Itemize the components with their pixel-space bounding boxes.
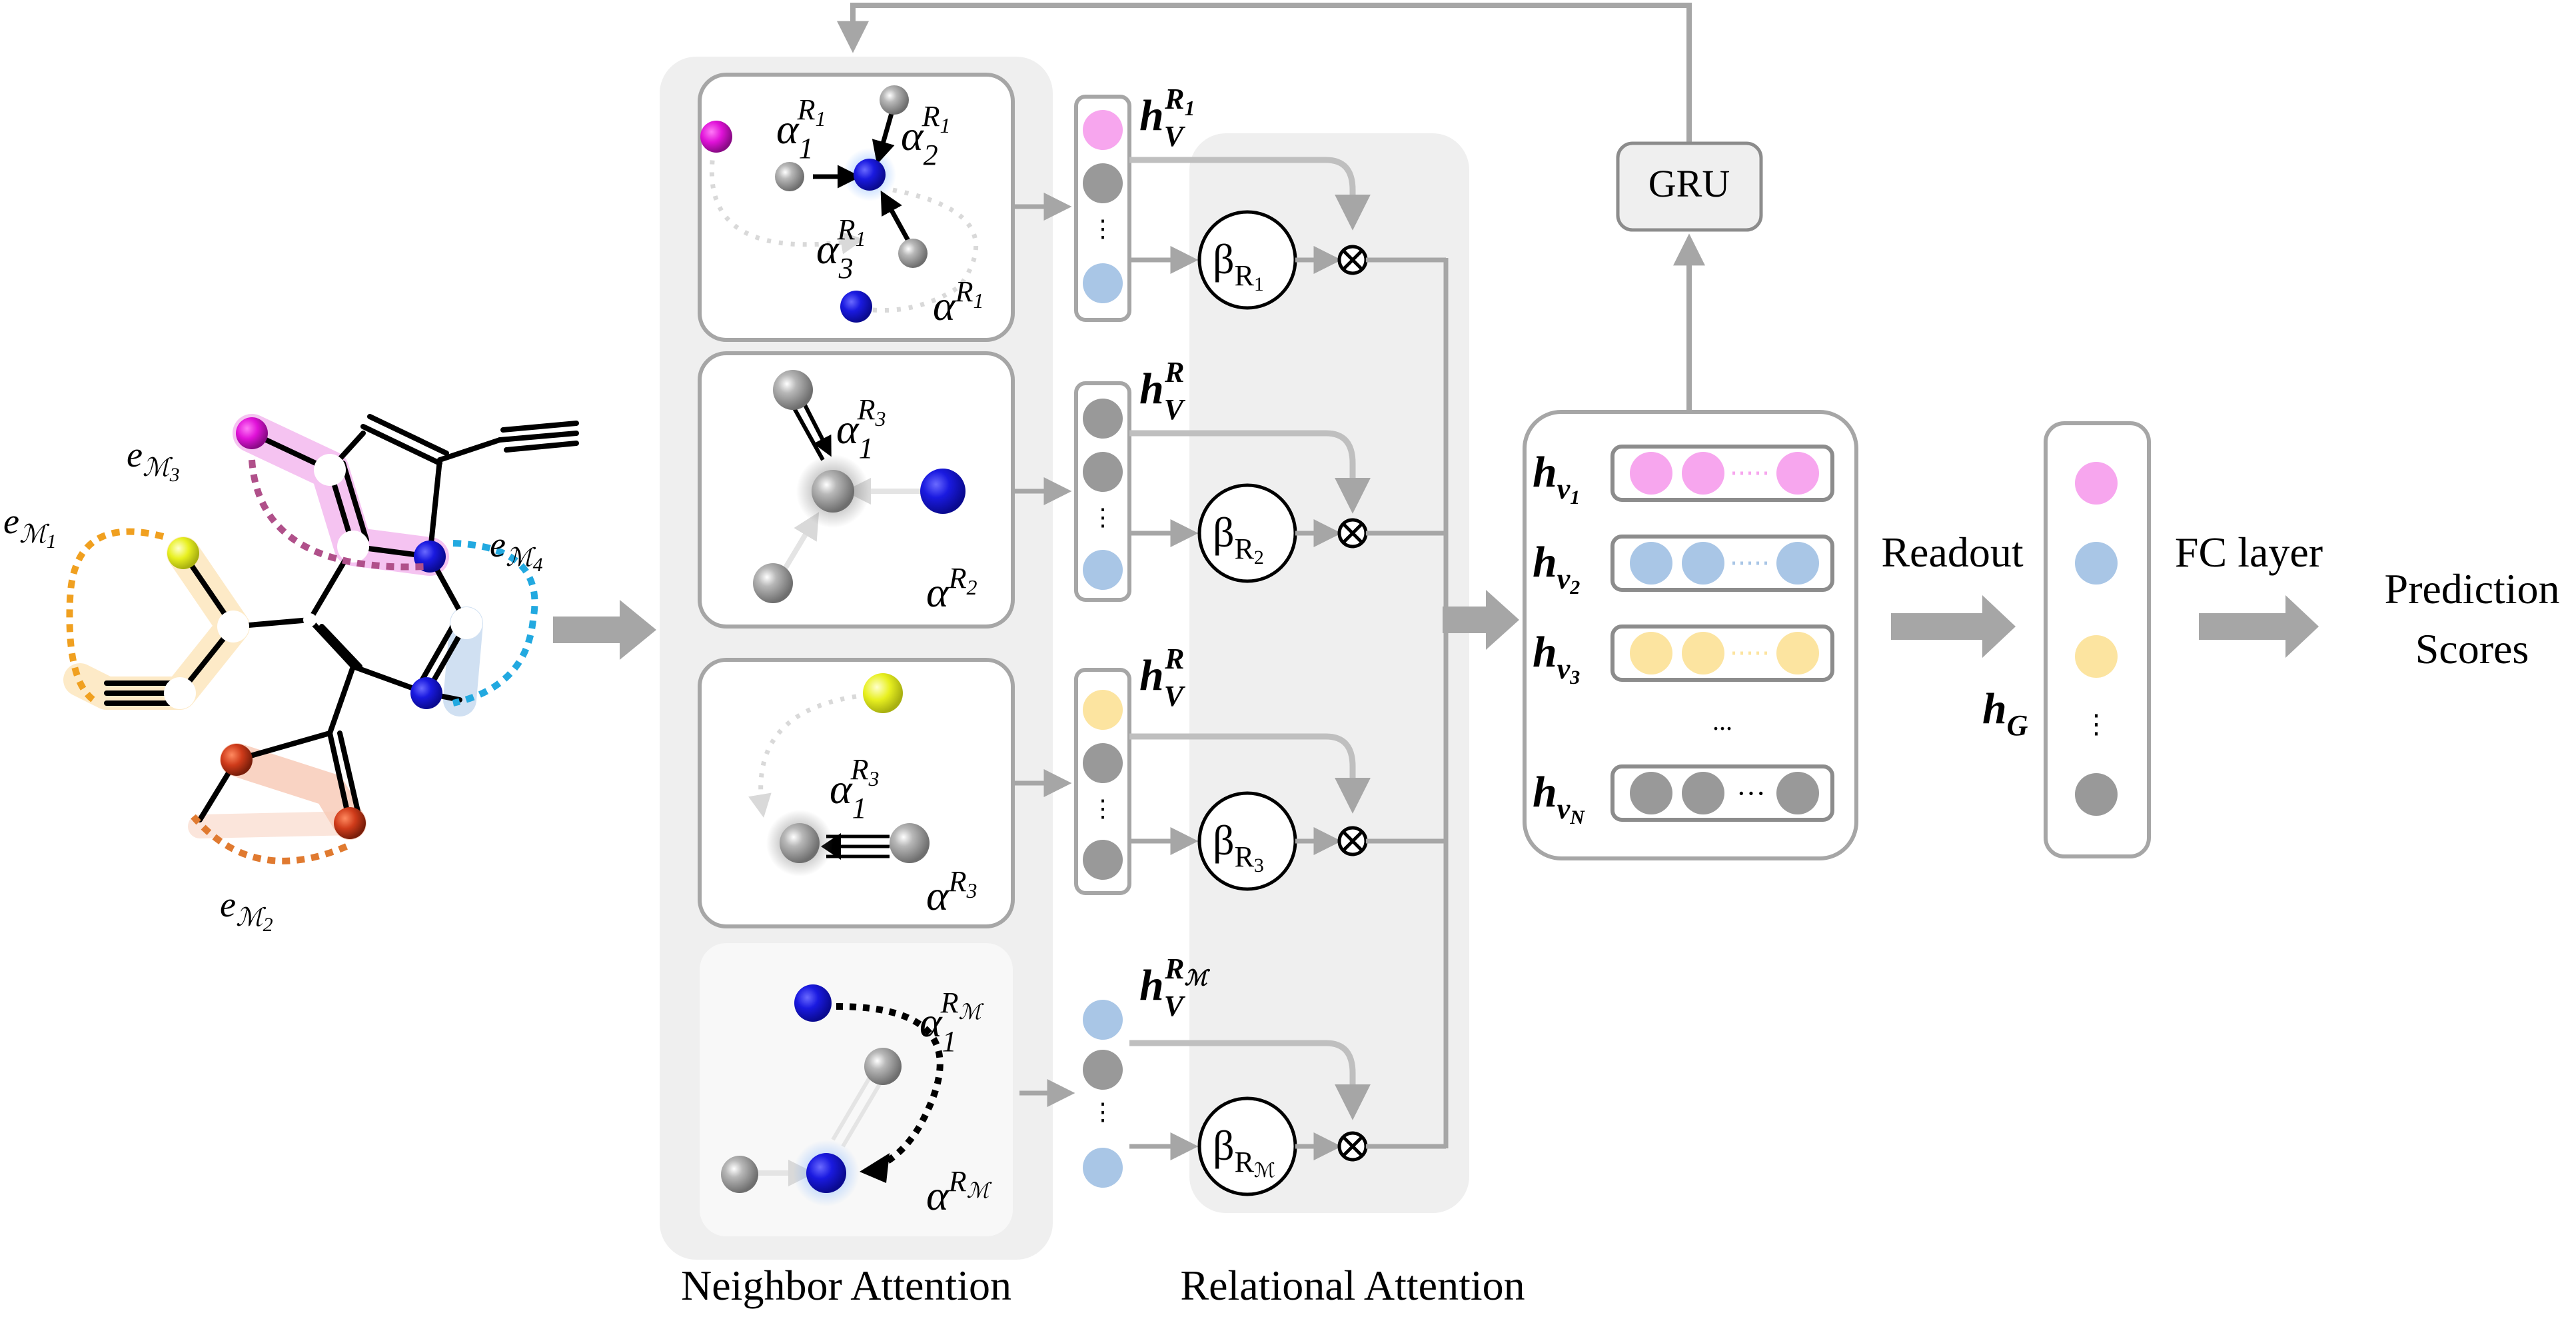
motif-edge-m4 [452,540,538,706]
label-e-m2: eℳ2 [220,884,273,936]
atom-yellow [167,537,199,569]
fc-layer-label: FC layer [2175,529,2323,576]
molecule-carbon-atoms [164,454,482,709]
alpha-3-r1: α3R1 [816,213,866,285]
relational-attention-background [1189,133,1469,1213]
alpha-2-r1: α2R1 [901,100,950,171]
relational-row-1: ⋮ hVR1 βR1 [1013,83,1446,322]
svg-text:⋮: ⋮ [1091,504,1115,531]
label-e-m4: eℳ4 [490,525,543,576]
svg-text:⋮: ⋮ [1091,215,1115,242]
neighbor-panel-r2: α1R3 αR2 [698,351,1015,629]
gru-feedback-line [837,3,1692,143]
label-e-m1: eℳ1 [3,501,57,553]
alpha-panel-r1: αR1 [933,275,983,329]
gru-label: GRU [1648,162,1730,205]
h-vector-r3: hVR [1139,643,1186,712]
label-e-m3: eℳ3 [127,435,180,486]
atom-magenta [236,417,268,449]
svg-text:⋮: ⋮ [1091,795,1115,822]
neighbor-panel-r1: α1R1 α2R1 α3R1 αR1 [698,73,1015,342]
beta-r2: βR2 [1213,509,1264,569]
alpha-1-r2-panel: α1R3 [836,393,886,465]
beta-r1: βR1 [1213,235,1264,295]
svg-text:⋮: ⋮ [2083,709,2110,739]
vertical-ellipsis: ... [1712,706,1732,736]
node-embeddings-block: hv1 hv2 hv3 ... hvN ··· [1523,410,1858,860]
beta-rm: βRℳ [1213,1122,1275,1182]
relational-row-m: ⋮ hVRℳ βRℳ [1019,952,1446,1196]
relational-row-3: ⋮ hVR βR3 [1013,643,1446,895]
h-v1-label: hv1 [1533,448,1580,509]
h-v3-label: hv3 [1533,628,1580,688]
motif-edge-m2 [191,814,348,864]
neighbor-panel-rm: α1Rℳ αRℳ [700,943,1013,1236]
beta-r3: βR3 [1213,816,1264,876]
h-v2-label: hv2 [1533,538,1580,599]
h-vector-r1: hVR1 [1139,83,1195,153]
arrow-molecule-to-attention [553,600,656,660]
atom-blue-2 [410,677,442,709]
alpha-panel-r3: αR3 [926,865,977,919]
h-vn-label: hvN [1533,768,1585,828]
motif-highlights [63,414,483,840]
gru-block: GRU [1616,141,1763,232]
alpha-1-r1: α1R1 [776,93,826,165]
neighbor-attention-title: Neighbor Attention [681,1262,1011,1309]
arrow-to-node-embeddings [1443,590,1519,650]
readout-label: Readout [1881,529,2024,576]
molecule-graph: eℳ3 eℳ1 eℳ4 eℳ2 [3,414,579,936]
alpha-1-r3-panel: α1R3 [830,753,879,824]
h-vector-rm: hVRℳ [1139,952,1210,1022]
prediction-label-line2: Scores [2415,625,2529,672]
motif-edge-m1 [66,528,165,702]
neighbor-panel-r3: α1R3 αR3 [698,658,1015,928]
arrow-fc-layer [2199,595,2319,658]
arrow-readout [1891,595,2016,658]
atom-red-1 [221,744,253,776]
alpha-panel-r2: αR2 [926,562,977,616]
relational-row-2: ⋮ hVR βR2 [1013,356,1446,602]
atom-red-2 [334,807,366,839]
alpha-1-rm-panel: α1Rℳ [920,986,984,1058]
relational-attention-title: Relational Attention [1180,1262,1525,1309]
alpha-panel-rm: αRℳ [926,1165,992,1219]
row-ellipsis: ··· [1736,777,1766,810]
h-g-label: hG [1982,684,2028,742]
h-vector-r2: hVR [1139,356,1186,426]
graph-embedding-block: ⋮ hG [1982,421,2151,858]
svg-text:⋮: ⋮ [1091,1098,1115,1125]
prediction-label-line1: Prediction [2384,565,2559,613]
